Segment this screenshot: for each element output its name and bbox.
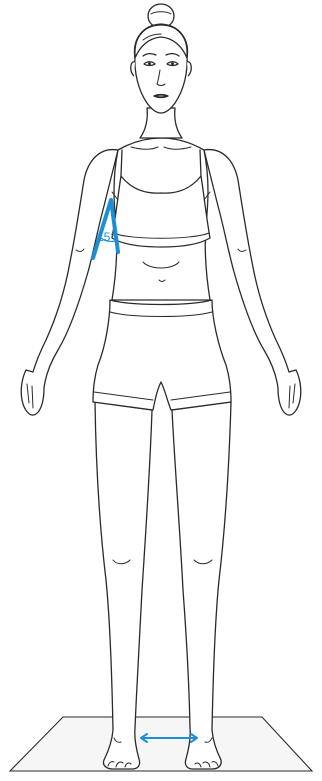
legs — [95, 402, 231, 769]
floor-mat — [10, 717, 312, 771]
head — [131, 4, 192, 113]
shorts — [93, 300, 231, 410]
arm-angle-label: 15° — [97, 230, 115, 244]
